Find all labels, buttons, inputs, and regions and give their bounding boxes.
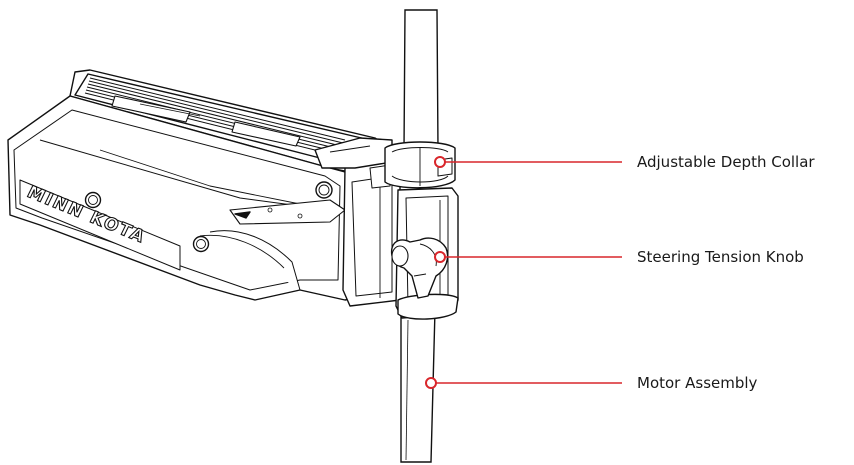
callout-label-depth-collar: Adjustable Depth Collar bbox=[637, 153, 815, 171]
callout-label-motor-assembly: Motor Assembly bbox=[637, 374, 758, 392]
callout-label-tension-knob: Steering Tension Knob bbox=[637, 248, 804, 266]
mount-housing bbox=[8, 70, 392, 300]
callout-motor-assembly: Motor Assembly bbox=[425, 374, 758, 392]
callout-marker-motor-assembly bbox=[425, 377, 437, 389]
shaft-clamp bbox=[385, 142, 458, 319]
callout-tension-knob: Steering Tension Knob bbox=[434, 248, 804, 266]
callout-marker-tension-knob bbox=[434, 251, 446, 263]
callout-marker-depth-collar bbox=[434, 156, 446, 168]
callout-depth-collar: Adjustable Depth Collar bbox=[434, 153, 815, 171]
motor-shaft bbox=[401, 10, 438, 462]
